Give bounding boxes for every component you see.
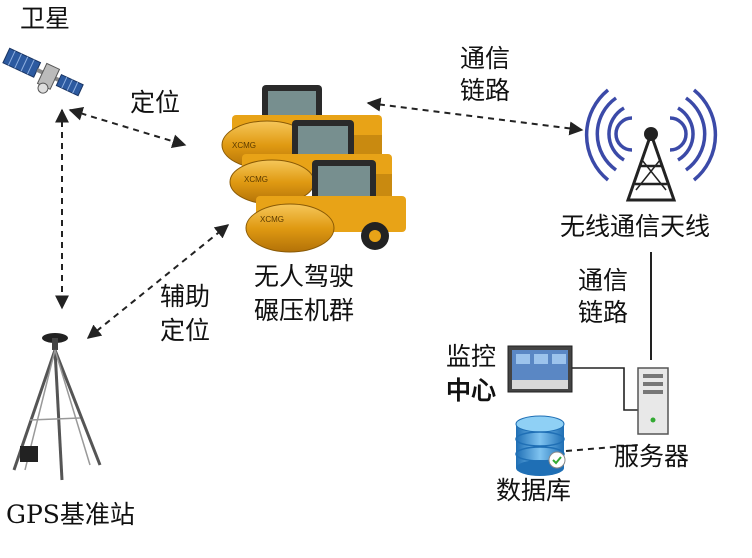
roller-brand-3: XCMG xyxy=(260,215,284,224)
edge-assist-positioning xyxy=(86,224,230,339)
server-tower-icon xyxy=(637,367,669,435)
monitor-screen-icon xyxy=(507,345,573,393)
satellite-label: 卫星 xyxy=(20,4,71,33)
monitor-label-2: 中心 xyxy=(446,376,497,405)
antenna-tower-icon xyxy=(584,88,718,202)
edge-comm-link-top xyxy=(366,97,584,136)
road-roller-icon xyxy=(221,85,406,253)
antenna-label: 无线通信天线 xyxy=(560,212,711,241)
gps-base-label: GPS基准站 xyxy=(6,500,135,529)
rollers-label-2: 碾压机群 xyxy=(254,296,355,325)
satellite-icon xyxy=(2,47,84,97)
comm-link-side-label-2: 链路 xyxy=(578,298,629,327)
assist-positioning-label-1: 辅助 xyxy=(160,282,211,311)
comm-link-top-label-1: 通信 xyxy=(460,44,511,73)
assist-positioning-label-2: 定位 xyxy=(160,316,211,345)
gps-tripod-icon xyxy=(12,333,102,481)
roller-brand-2: XCMG xyxy=(244,175,268,184)
comm-link-side-label-1: 通信 xyxy=(578,266,629,295)
edge-monitor-server xyxy=(570,367,638,411)
edge-database-server xyxy=(565,444,639,452)
roller-brand-1: XCMG xyxy=(232,141,256,150)
database-label: 数据库 xyxy=(496,476,572,505)
positioning-label: 定位 xyxy=(130,88,181,117)
edge-positioning xyxy=(68,106,187,149)
server-label: 服务器 xyxy=(614,442,690,471)
rollers-label-1: 无人驾驶 xyxy=(254,262,355,291)
database-icon xyxy=(515,415,566,476)
monitor-label-1: 监控 xyxy=(446,342,497,371)
comm-link-top-label-2: 链路 xyxy=(460,76,511,105)
